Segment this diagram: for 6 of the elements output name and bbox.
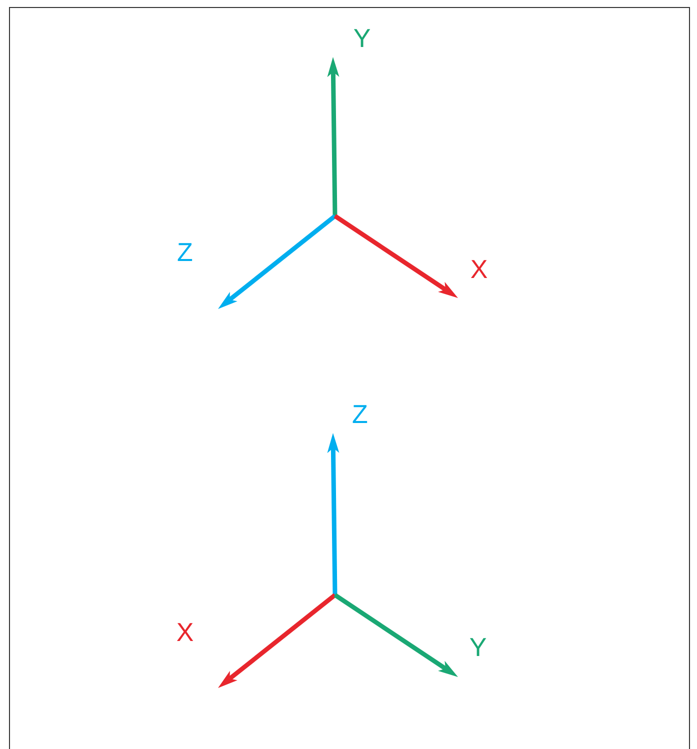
axis-label: Z <box>177 239 193 265</box>
axis-label: X <box>470 256 488 282</box>
axis-label: Z <box>352 401 368 427</box>
axis-label: Y <box>353 25 371 51</box>
axis-label: Y <box>469 634 487 660</box>
axis-label: X <box>176 619 194 645</box>
